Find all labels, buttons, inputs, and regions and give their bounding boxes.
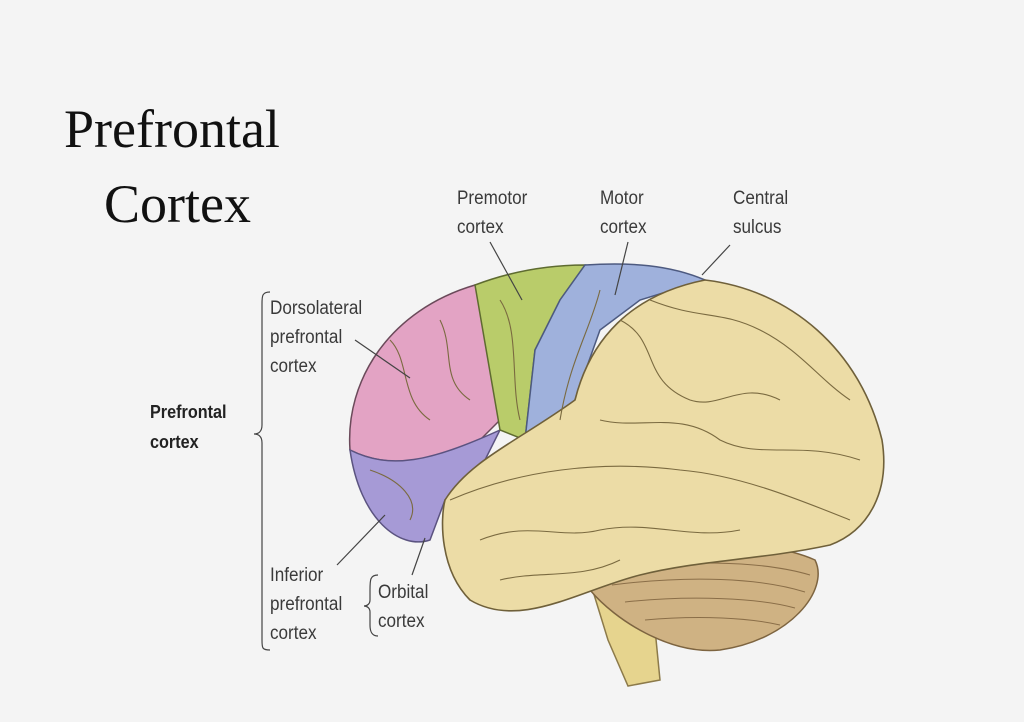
label-text: Prefrontal bbox=[150, 402, 227, 422]
label-motor-cortex: Motor cortex bbox=[600, 184, 647, 242]
label-text: cortex bbox=[150, 432, 199, 452]
label-text: Premotor bbox=[457, 188, 528, 209]
title-line-1: Prefrontal bbox=[64, 99, 280, 159]
label-text: Orbital bbox=[378, 582, 429, 603]
label-text: cortex bbox=[378, 611, 425, 632]
label-text: prefrontal bbox=[270, 594, 343, 615]
cortex-region bbox=[441, 279, 885, 612]
label-text: Central bbox=[733, 188, 789, 209]
label-central-sulcus: Central sulcus bbox=[733, 184, 788, 242]
label-text: sulcus bbox=[733, 217, 782, 238]
label-text: Motor bbox=[600, 188, 644, 209]
label-text: Inferior bbox=[270, 565, 324, 586]
label-text: cortex bbox=[270, 623, 317, 644]
label-text: Dorsolateral bbox=[270, 298, 363, 319]
label-inferior-prefrontal: Inferior prefrontal cortex bbox=[270, 561, 342, 648]
label-premotor-cortex: Premotor cortex bbox=[457, 184, 527, 242]
label-dorsolateral: Dorsolateral prefrontal cortex bbox=[270, 294, 362, 381]
label-text: cortex bbox=[600, 217, 647, 238]
label-orbital-cortex: Orbital cortex bbox=[378, 578, 428, 636]
label-prefrontal-cortex: Prefrontal cortex bbox=[150, 397, 227, 457]
dorsolateral-region bbox=[348, 284, 501, 463]
label-text: cortex bbox=[457, 217, 504, 238]
label-text: cortex bbox=[270, 356, 317, 377]
label-text: prefrontal bbox=[270, 327, 343, 348]
title-line-2: Cortex bbox=[104, 174, 251, 234]
